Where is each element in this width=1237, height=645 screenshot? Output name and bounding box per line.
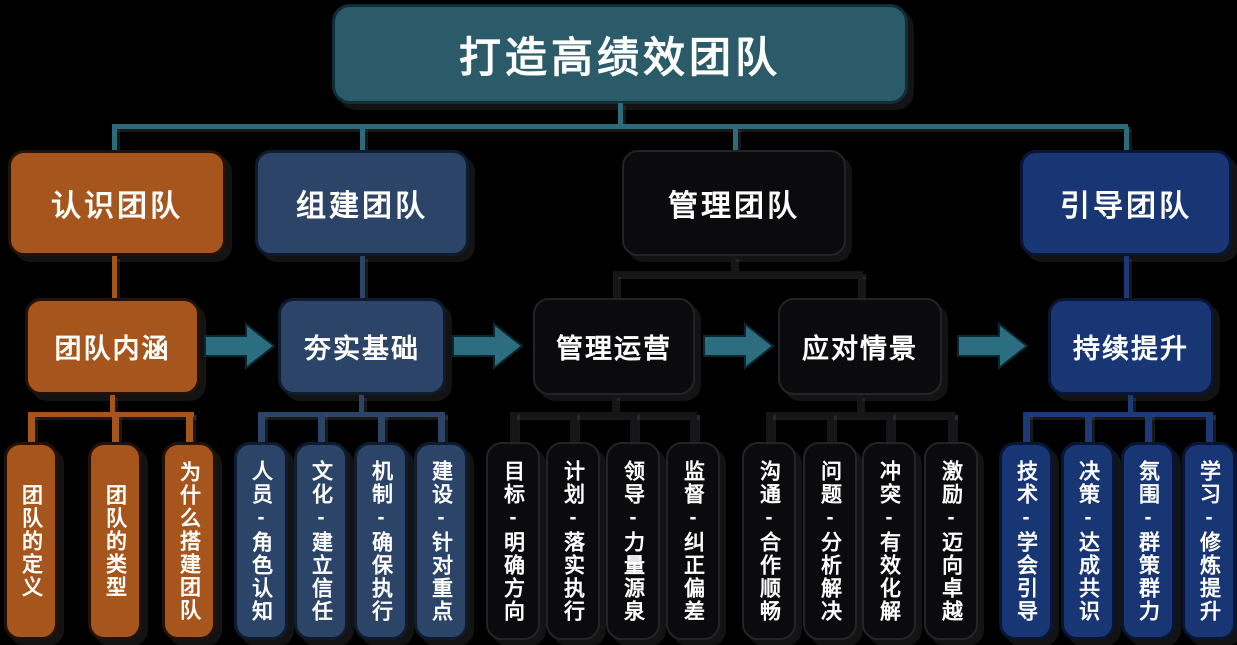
connector <box>110 395 115 414</box>
connector <box>1085 412 1092 442</box>
connector <box>570 412 577 442</box>
connector <box>857 395 862 414</box>
branch-node-zujian: 组建团队 <box>255 150 469 256</box>
connector <box>1124 127 1129 152</box>
connector <box>766 412 955 417</box>
leaf-label: 监督-纠正偏差 <box>681 459 705 623</box>
leaf-node: 人员-角色认知 <box>234 442 288 640</box>
connector <box>1023 412 1030 442</box>
connector <box>827 412 834 442</box>
connector <box>112 412 119 442</box>
leaf-label: 机制-确保执行 <box>369 459 393 623</box>
branch-node-yindao: 引导团队 <box>1020 150 1232 256</box>
flow-arrow-icon <box>204 321 276 371</box>
connector <box>510 412 697 417</box>
connector <box>1145 412 1152 442</box>
connector <box>510 412 517 442</box>
leaf-label: 为什么搭建团队 <box>177 460 201 622</box>
leaf-label: 沟通-合作顺畅 <box>757 459 781 623</box>
connector <box>28 412 194 417</box>
stage-node-yunying: 管理运营 <box>533 298 695 395</box>
leaf-label: 技术-学会引导 <box>1014 459 1038 623</box>
leaf-node: 决策-达成共识 <box>1061 442 1115 640</box>
connector <box>360 127 365 152</box>
connector <box>112 256 117 298</box>
connector <box>733 127 738 152</box>
connector <box>731 256 736 273</box>
connector <box>858 274 863 298</box>
leaf-node: 学习-修炼提升 <box>1182 442 1236 640</box>
connector <box>612 395 617 414</box>
leaf-node: 冲突-有效化解 <box>862 442 916 640</box>
connector <box>613 271 863 276</box>
leaf-node: 监督-纠正偏差 <box>666 442 720 640</box>
stage-node-hangshi: 夯实基础 <box>278 298 446 395</box>
leaf-node: 激励-迈向卓越 <box>924 442 978 640</box>
stage-node-tisheng: 持续提升 <box>1048 298 1214 395</box>
leaf-label: 学习-修炼提升 <box>1197 459 1221 623</box>
leaf-label: 计划-落实执行 <box>561 459 585 623</box>
leaf-label: 激励-迈向卓越 <box>939 459 963 623</box>
leaf-label: 人员-角色认知 <box>249 459 273 623</box>
connector <box>618 103 623 126</box>
leaf-label: 文化-建立信任 <box>309 459 333 623</box>
leaf-node: 氛围-群策群力 <box>1121 442 1175 640</box>
leaf-node: 目标-明确方向 <box>486 442 540 640</box>
leaf-node: 计划-落实执行 <box>546 442 600 640</box>
leaf-node: 团队的类型 <box>88 442 142 640</box>
connector <box>359 395 364 414</box>
branch-node-guanli: 管理团队 <box>622 150 846 256</box>
leaf-label: 团队的类型 <box>103 483 127 599</box>
leaf-label: 问题-分析解决 <box>818 459 842 623</box>
leaf-label: 氛围-群策群力 <box>1136 459 1160 623</box>
leaf-label: 领导-力量源泉 <box>621 459 645 623</box>
leaf-node: 机制-确保执行 <box>354 442 408 640</box>
branch-node-renshi: 认识团队 <box>8 150 226 256</box>
connector <box>948 412 955 442</box>
connector <box>112 127 117 152</box>
connector <box>1206 412 1213 442</box>
stage-node-qingjing: 应对情景 <box>778 298 942 395</box>
leaf-node: 团队的定义 <box>4 442 58 640</box>
flow-arrow-icon <box>452 321 524 371</box>
flow-arrow-icon <box>957 321 1029 371</box>
connector <box>1128 395 1133 414</box>
connector <box>690 412 697 442</box>
connector <box>186 412 193 442</box>
leaf-node: 问题-分析解决 <box>803 442 857 640</box>
leaf-node: 文化-建立信任 <box>294 442 348 640</box>
flow-arrow-icon <box>703 321 775 371</box>
leaf-label: 冲突-有效化解 <box>877 459 901 623</box>
connector <box>378 412 385 442</box>
connector <box>886 412 893 442</box>
root-node: 打造高绩效团队 <box>332 4 908 104</box>
connector <box>258 412 445 417</box>
leaf-node: 沟通-合作顺畅 <box>742 442 796 640</box>
connector <box>438 412 445 442</box>
connector <box>766 412 773 442</box>
leaf-label: 目标-明确方向 <box>501 459 525 623</box>
leaf-label: 决策-达成共识 <box>1076 459 1100 623</box>
connector <box>28 412 35 442</box>
connector <box>258 412 265 442</box>
connector <box>318 412 325 442</box>
connector <box>1124 256 1129 298</box>
leaf-node: 领导-力量源泉 <box>606 442 660 640</box>
leaf-node: 技术-学会引导 <box>999 442 1053 640</box>
connector <box>630 412 637 442</box>
connector <box>360 256 365 298</box>
leaf-label: 建设-针对重点 <box>429 459 453 623</box>
connector <box>613 274 618 298</box>
connector <box>1023 412 1213 417</box>
leaf-node: 为什么搭建团队 <box>162 442 216 640</box>
connector <box>112 124 1128 129</box>
stage-node-neihan: 团队内涵 <box>25 298 200 395</box>
leaf-node: 建设-针对重点 <box>414 442 468 640</box>
leaf-label: 团队的定义 <box>19 483 43 599</box>
